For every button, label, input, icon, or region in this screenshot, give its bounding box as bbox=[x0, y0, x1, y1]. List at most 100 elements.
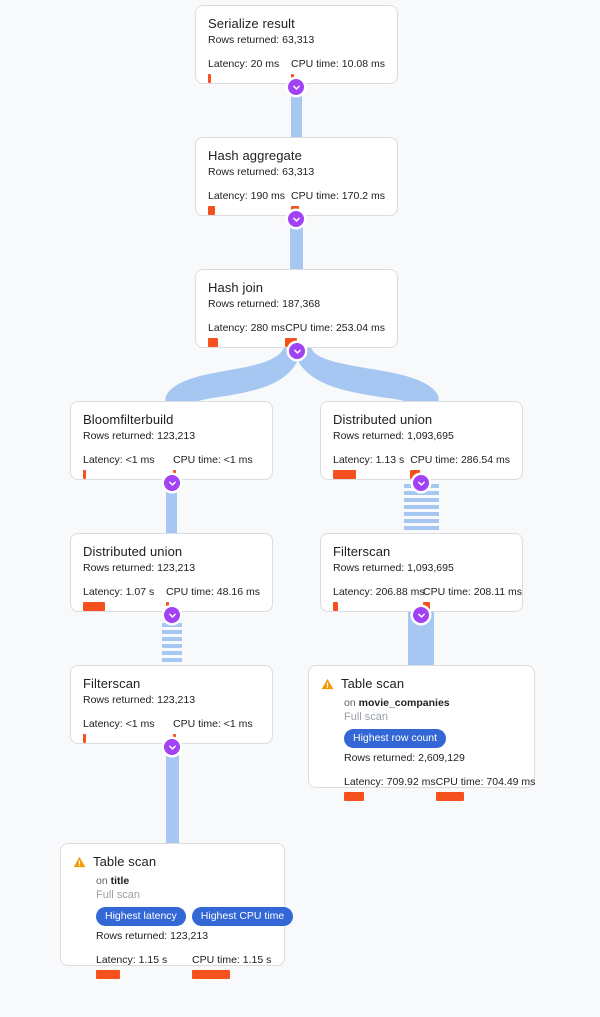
node-badges: Highest latency Highest CPU time bbox=[96, 907, 294, 926]
plan-node-table-scan-title[interactable]: Table scan on title Full scan Highest la… bbox=[60, 843, 294, 979]
node-title: Distributed union bbox=[83, 544, 183, 559]
connector-toggle-hash-join[interactable] bbox=[289, 343, 305, 359]
node-title: Distributed union bbox=[333, 412, 433, 427]
cpu-metric: CPU time: 1.15 s bbox=[192, 953, 271, 979]
node-scan-type: Full scan bbox=[344, 711, 389, 723]
table-name: title bbox=[110, 875, 130, 887]
node-scan-type: Full scan bbox=[96, 889, 141, 901]
node-metrics: Latency: <1 ms CPU time: <1 ms bbox=[83, 453, 260, 479]
plan-node-hash-aggregate[interactable]: Hash aggregate Rows returned: 63,313 Lat… bbox=[195, 137, 398, 216]
node-header: Table scan bbox=[321, 675, 522, 695]
node-badges: Highest row count bbox=[344, 729, 522, 748]
latency-bar bbox=[208, 74, 211, 83]
on-label: on bbox=[96, 875, 111, 887]
edge-hashjoin-to-bloomfilterbuild bbox=[174, 350, 293, 408]
latency-label: Latency: 20 ms bbox=[208, 58, 280, 70]
cpu-metric: CPU time: 48.16 ms bbox=[166, 585, 260, 611]
latency-label: Latency: 280 ms bbox=[208, 322, 286, 334]
latency-label: Latency: <1 ms bbox=[83, 718, 155, 730]
latency-bar bbox=[208, 206, 215, 215]
latency-bar bbox=[83, 470, 86, 479]
connector-toggle-bloomfilterbuild[interactable] bbox=[164, 475, 180, 491]
latency-metric: Latency: <1 ms bbox=[83, 453, 173, 479]
latency-label: Latency: 1.15 s bbox=[96, 954, 168, 966]
latency-metric: Latency: 20 ms bbox=[208, 57, 291, 83]
latency-metric: Latency: 206.88 ms bbox=[333, 585, 425, 611]
node-metrics: Latency: 709.92 ms CPU time: 704.49 ms bbox=[344, 775, 535, 801]
cpu-bar bbox=[173, 470, 176, 479]
cpu-bar bbox=[435, 792, 464, 801]
cpu-label: CPU time: 48.16 ms bbox=[166, 586, 260, 598]
plan-node-hash-join[interactable]: Hash join Rows returned: 187,368 Latency… bbox=[195, 269, 398, 348]
latency-bar bbox=[96, 970, 120, 979]
plan-node-bloomfilterbuild[interactable]: Bloomfilterbuild Rows returned: 123,213 … bbox=[70, 401, 273, 480]
latency-label: Latency: 1.07 s bbox=[83, 586, 155, 598]
cpu-metric: CPU time: 286.54 ms bbox=[410, 453, 510, 479]
cpu-bar bbox=[166, 602, 170, 611]
connector-toggle-filterscan-right[interactable] bbox=[413, 607, 429, 623]
latency-metric: Latency: <1 ms bbox=[83, 717, 173, 743]
plan-node-filterscan-left[interactable]: Filterscan Rows returned: 123,213 Latenc… bbox=[70, 665, 273, 744]
cpu-metric: CPU time: 10.08 ms bbox=[291, 57, 385, 83]
badge-highest-row-count[interactable]: Highest row count bbox=[344, 729, 447, 748]
node-metrics: Latency: 1.13 s CPU time: 286.54 ms bbox=[333, 453, 510, 479]
node-header: Distributed union bbox=[83, 543, 260, 560]
cpu-bar bbox=[291, 206, 300, 215]
node-header-text: Table scan bbox=[93, 853, 156, 870]
cpu-metric: CPU time: 253.04 ms bbox=[285, 321, 385, 347]
node-table-line: on movie_companies bbox=[344, 696, 522, 710]
connector-toggle-distributed-union-right[interactable] bbox=[413, 475, 429, 491]
cpu-label: CPU time: 1.15 s bbox=[192, 954, 272, 966]
node-metrics: Latency: 1.15 s CPU time: 1.15 s bbox=[96, 953, 272, 979]
node-metrics: Latency: <1 ms CPU time: <1 ms bbox=[83, 717, 260, 743]
warning-icon bbox=[73, 855, 86, 873]
node-header: Filterscan bbox=[333, 543, 510, 560]
node-metrics: Latency: 280 ms CPU time: 253.04 ms bbox=[208, 321, 385, 347]
cpu-bar bbox=[192, 970, 230, 979]
node-header: Hash aggregate bbox=[208, 147, 385, 164]
plan-node-distributed-union-right[interactable]: Distributed union Rows returned: 1,093,6… bbox=[320, 401, 523, 480]
badge-highest-latency[interactable]: Highest latency bbox=[96, 907, 186, 926]
warning-icon bbox=[321, 677, 334, 695]
cpu-bar bbox=[291, 74, 295, 83]
node-rows-returned: Rows returned: 1,093,695 bbox=[333, 562, 454, 574]
node-metrics: Latency: 1.07 s CPU time: 48.16 ms bbox=[83, 585, 260, 611]
node-header: Table scan bbox=[73, 853, 272, 873]
cpu-label: CPU time: 704.49 ms bbox=[435, 776, 536, 788]
latency-metric: Latency: 1.13 s bbox=[333, 453, 410, 479]
node-title: Hash join bbox=[208, 280, 264, 295]
edge-distributedunionleft-to-filterscanleft bbox=[162, 616, 182, 664]
node-title: Filterscan bbox=[83, 676, 141, 691]
cpu-label: CPU time: 286.54 ms bbox=[410, 454, 510, 466]
connector-toggle-hash-aggregate[interactable] bbox=[288, 211, 304, 227]
node-rows-returned: Rows returned: 123,213 bbox=[96, 930, 209, 942]
plan-node-serialize-result[interactable]: Serialize result Rows returned: 63,313 L… bbox=[195, 5, 398, 84]
plan-node-distributed-union-left[interactable]: Distributed union Rows returned: 123,213… bbox=[70, 533, 273, 612]
node-rows-returned: Rows returned: 63,313 bbox=[208, 166, 315, 178]
node-rows-returned: Rows returned: 63,313 bbox=[208, 34, 315, 46]
connector-toggle-filterscan-left[interactable] bbox=[164, 739, 180, 755]
latency-label: Latency: 1.13 s bbox=[333, 454, 405, 466]
connector-toggle-distributed-union-left[interactable] bbox=[164, 607, 180, 623]
latency-metric: Latency: 1.15 s bbox=[96, 953, 192, 979]
edge-filterscanleft-to-tablescan bbox=[166, 744, 179, 846]
plan-node-table-scan-movie-companies[interactable]: Table scan on movie_companies Full scan … bbox=[308, 665, 535, 801]
cpu-metric: CPU time: 208.11 ms bbox=[423, 585, 522, 611]
connector-toggle-serialize-result[interactable] bbox=[288, 79, 304, 95]
node-table-line: on title bbox=[96, 874, 272, 888]
latency-bar bbox=[333, 470, 356, 479]
latency-bar bbox=[208, 338, 218, 347]
table-name: movie_companies bbox=[358, 697, 450, 709]
cpu-label: CPU time: <1 ms bbox=[173, 718, 253, 730]
cpu-metric: CPU time: 170.2 ms bbox=[291, 189, 385, 215]
node-metrics: Latency: 190 ms CPU time: 170.2 ms bbox=[208, 189, 385, 215]
plan-node-filterscan-right[interactable]: Filterscan Rows returned: 1,093,695 Late… bbox=[320, 533, 523, 612]
latency-bar bbox=[83, 602, 105, 611]
latency-bar bbox=[333, 602, 338, 611]
node-header: Filterscan bbox=[83, 675, 260, 692]
node-rows-returned: Rows returned: 123,213 bbox=[83, 562, 196, 574]
node-title: Table scan bbox=[341, 676, 405, 691]
badge-highest-cpu-time[interactable]: Highest CPU time bbox=[191, 907, 294, 926]
node-title: Serialize result bbox=[208, 16, 295, 31]
node-rows-returned: Rows returned: 123,213 bbox=[83, 694, 196, 706]
